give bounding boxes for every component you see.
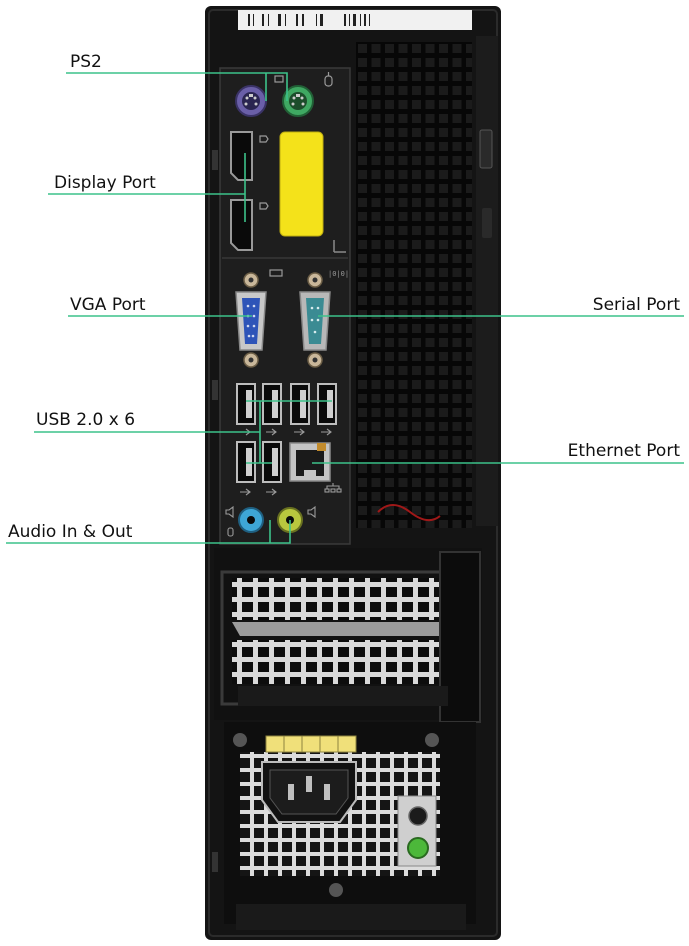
displayport-icon [259,135,269,210]
leader-ps2 [66,72,288,101]
serial-icon: |0|0| [328,270,349,278]
leader-lines [6,72,684,544]
svg-text:|0|0|: |0|0| [328,270,349,278]
dp-cover-yellow [279,131,324,237]
leader-usb [34,400,332,464]
expansion-slots [214,548,482,723]
vent-grid [356,42,472,528]
audio-in-jack [238,507,264,533]
label-display-port: Display Port [54,173,156,193]
displayport-2 [230,199,253,251]
label-serial-port: Serial Port [592,295,680,315]
vga-port [235,272,267,368]
ps2-keyboard-icon [274,75,284,83]
label-audio: Audio In & Out [8,522,133,542]
label-usb: USB 2.0 x 6 [36,410,136,430]
label-vga-port: VGA Port [70,295,146,315]
ps2-keyboard-port [235,85,267,117]
label-ps2: PS2 [70,52,102,72]
vga-icon [269,269,283,277]
label-ethernet-port: Ethernet Port [567,441,680,461]
power-supply [224,722,476,930]
ps2-mouse-port [282,85,314,117]
ethernet-port [289,442,331,482]
power-socket-icon [261,761,357,823]
ethernet-icon [324,483,342,493]
psu-led [407,837,429,859]
psu-connector [265,735,357,753]
displayport-1 [230,131,253,181]
ps2-mouse-icon [324,72,333,87]
serial-port [299,272,331,368]
audio-icon [225,505,316,537]
leader-audio [6,520,291,544]
leader-display-port [48,153,246,222]
